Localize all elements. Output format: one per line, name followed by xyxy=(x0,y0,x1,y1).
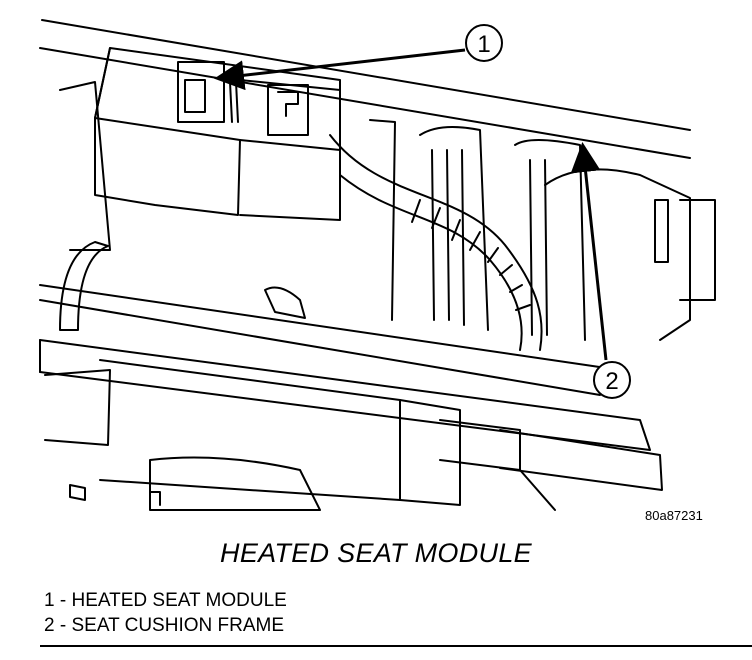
legend-item-label: HEATED SEAT MODULE xyxy=(71,590,287,611)
legend-item-separator: - xyxy=(54,615,72,636)
legend-item: 1 - HEATED SEAT MODULE xyxy=(44,588,287,613)
legend-item-separator: - xyxy=(54,590,72,611)
bottom-divider xyxy=(40,645,752,647)
wire-harness xyxy=(329,134,543,351)
figure-id: 80a87231 xyxy=(645,508,703,523)
heated-seat-module-illustration: 1 2 80a87231 xyxy=(39,19,716,523)
legend: 1 - HEATED SEAT MODULE 2 - SEAT CUSHION … xyxy=(44,588,287,638)
legend-item-label: SEAT CUSHION FRAME xyxy=(71,615,285,636)
figure-caption: HEATED SEAT MODULE xyxy=(220,538,532,568)
legend-item-number: 2 xyxy=(44,615,55,636)
callout-1-number: 1 xyxy=(477,31,490,58)
seat-back-panel xyxy=(39,19,691,341)
seat-cushion-frame xyxy=(39,168,716,451)
heated-seat-module-box xyxy=(94,47,341,221)
callout-2-arrow xyxy=(570,142,608,361)
callout-1: 1 xyxy=(214,24,503,91)
callout-2-number: 2 xyxy=(605,368,618,395)
callout-2: 2 xyxy=(570,142,631,399)
lower-cylinder xyxy=(44,359,663,511)
legend-item: 2 - SEAT CUSHION FRAME xyxy=(44,613,287,638)
callout-1-arrow xyxy=(214,48,466,91)
legend-item-number: 1 xyxy=(44,590,55,611)
